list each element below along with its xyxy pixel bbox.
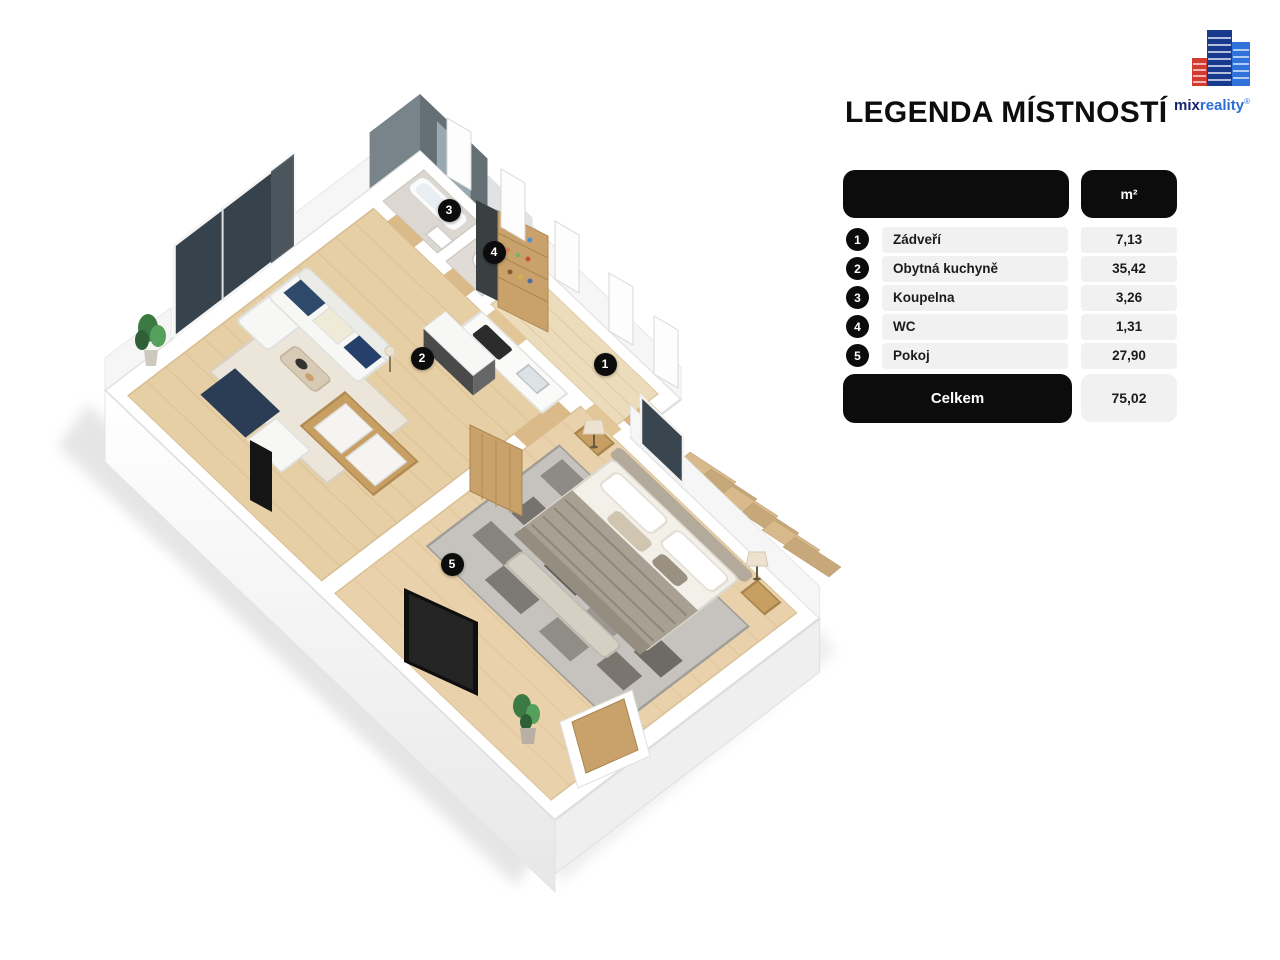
legend-row-3: 3 Koupelna 3,26: [843, 285, 1177, 311]
row-number-badge: 3: [846, 286, 869, 309]
living-window: [172, 150, 296, 341]
room-area: 35,42: [1081, 256, 1177, 282]
wood-door: [469, 424, 523, 517]
bed: [513, 447, 753, 655]
kitchen-counter: [454, 310, 569, 414]
sideboard: [299, 391, 419, 497]
coffee-table: [279, 346, 331, 392]
logo-registered-mark: ®: [1244, 97, 1250, 106]
exterior-stairs: [677, 451, 842, 578]
room-marker-koupelna: 3: [437, 198, 461, 222]
room-name: Koupelna: [882, 285, 1068, 311]
room-area: 3,26: [1081, 285, 1177, 311]
legend-total-value: 75,02: [1081, 374, 1177, 422]
legend-total-label: Celkem: [843, 374, 1072, 423]
row-number-badge: 1: [846, 228, 869, 251]
bed-bench: [506, 551, 621, 659]
legend-header-name-column: [843, 170, 1069, 218]
room-legend: LEGENDA MÍSTNOSTÍ m² 1 Zádveří 7,13 2 Ob…: [843, 0, 1179, 520]
room-name: Zádveří: [882, 227, 1068, 253]
pantry-shelf: [497, 210, 549, 333]
bedroom-window: [639, 393, 685, 487]
curtain: [271, 154, 294, 264]
sofa: [237, 267, 396, 383]
legend-title: LEGENDA MÍSTNOSTÍ: [845, 96, 1168, 129]
nightstand-right: [740, 579, 782, 616]
plant-living: [135, 314, 166, 366]
logo-reality-text: reality: [1199, 97, 1245, 114]
logo-wordmark: mixreality®: [1174, 97, 1274, 114]
terrace-door: [559, 689, 651, 789]
room-marker-zadveri: 1: [593, 352, 617, 376]
mixreality-logo: mixreality®: [1174, 26, 1274, 114]
kitchen-island: [422, 310, 496, 396]
legend-row-1: 1 Zádveří 7,13: [843, 227, 1177, 253]
row-number-badge: 5: [846, 344, 869, 367]
floor-lamp: [384, 345, 396, 372]
room-name: Pokoj: [882, 343, 1068, 369]
door-leaves: [446, 117, 679, 389]
bedside-lamp-left: [582, 419, 606, 449]
living-tv: [250, 440, 272, 512]
room-area: 27,90: [1081, 343, 1177, 369]
room-marker-pokoj: 5: [440, 552, 464, 576]
legend-row-4: 4 WC 1,31: [843, 314, 1177, 340]
room-name: Obytná kuchyně: [882, 256, 1068, 282]
room-area: 7,13: [1081, 227, 1177, 253]
row-number-badge: 2: [846, 257, 869, 280]
exterior-walls: [104, 388, 821, 894]
bedside-lamp-right: [745, 551, 769, 581]
room-marker-kuchyne: 2: [410, 346, 434, 370]
bedroom-tv: [404, 588, 478, 696]
room-name: WC: [882, 314, 1068, 340]
legend-header-unit-column: m²: [1081, 170, 1177, 218]
legend-row-5: 5 Pokoj 27,90: [843, 343, 1177, 369]
logo-mix-text: mix: [1174, 97, 1200, 114]
tv-cabinet: [200, 368, 311, 474]
logo-buildings-icon: [1192, 30, 1250, 86]
plant-bedroom: [513, 694, 540, 744]
room-marker-wc: 4: [482, 240, 506, 264]
row-number-badge: 4: [846, 315, 869, 338]
legend-row-2: 2 Obytná kuchyně 35,42: [843, 256, 1177, 282]
room-area: 1,31: [1081, 314, 1177, 340]
